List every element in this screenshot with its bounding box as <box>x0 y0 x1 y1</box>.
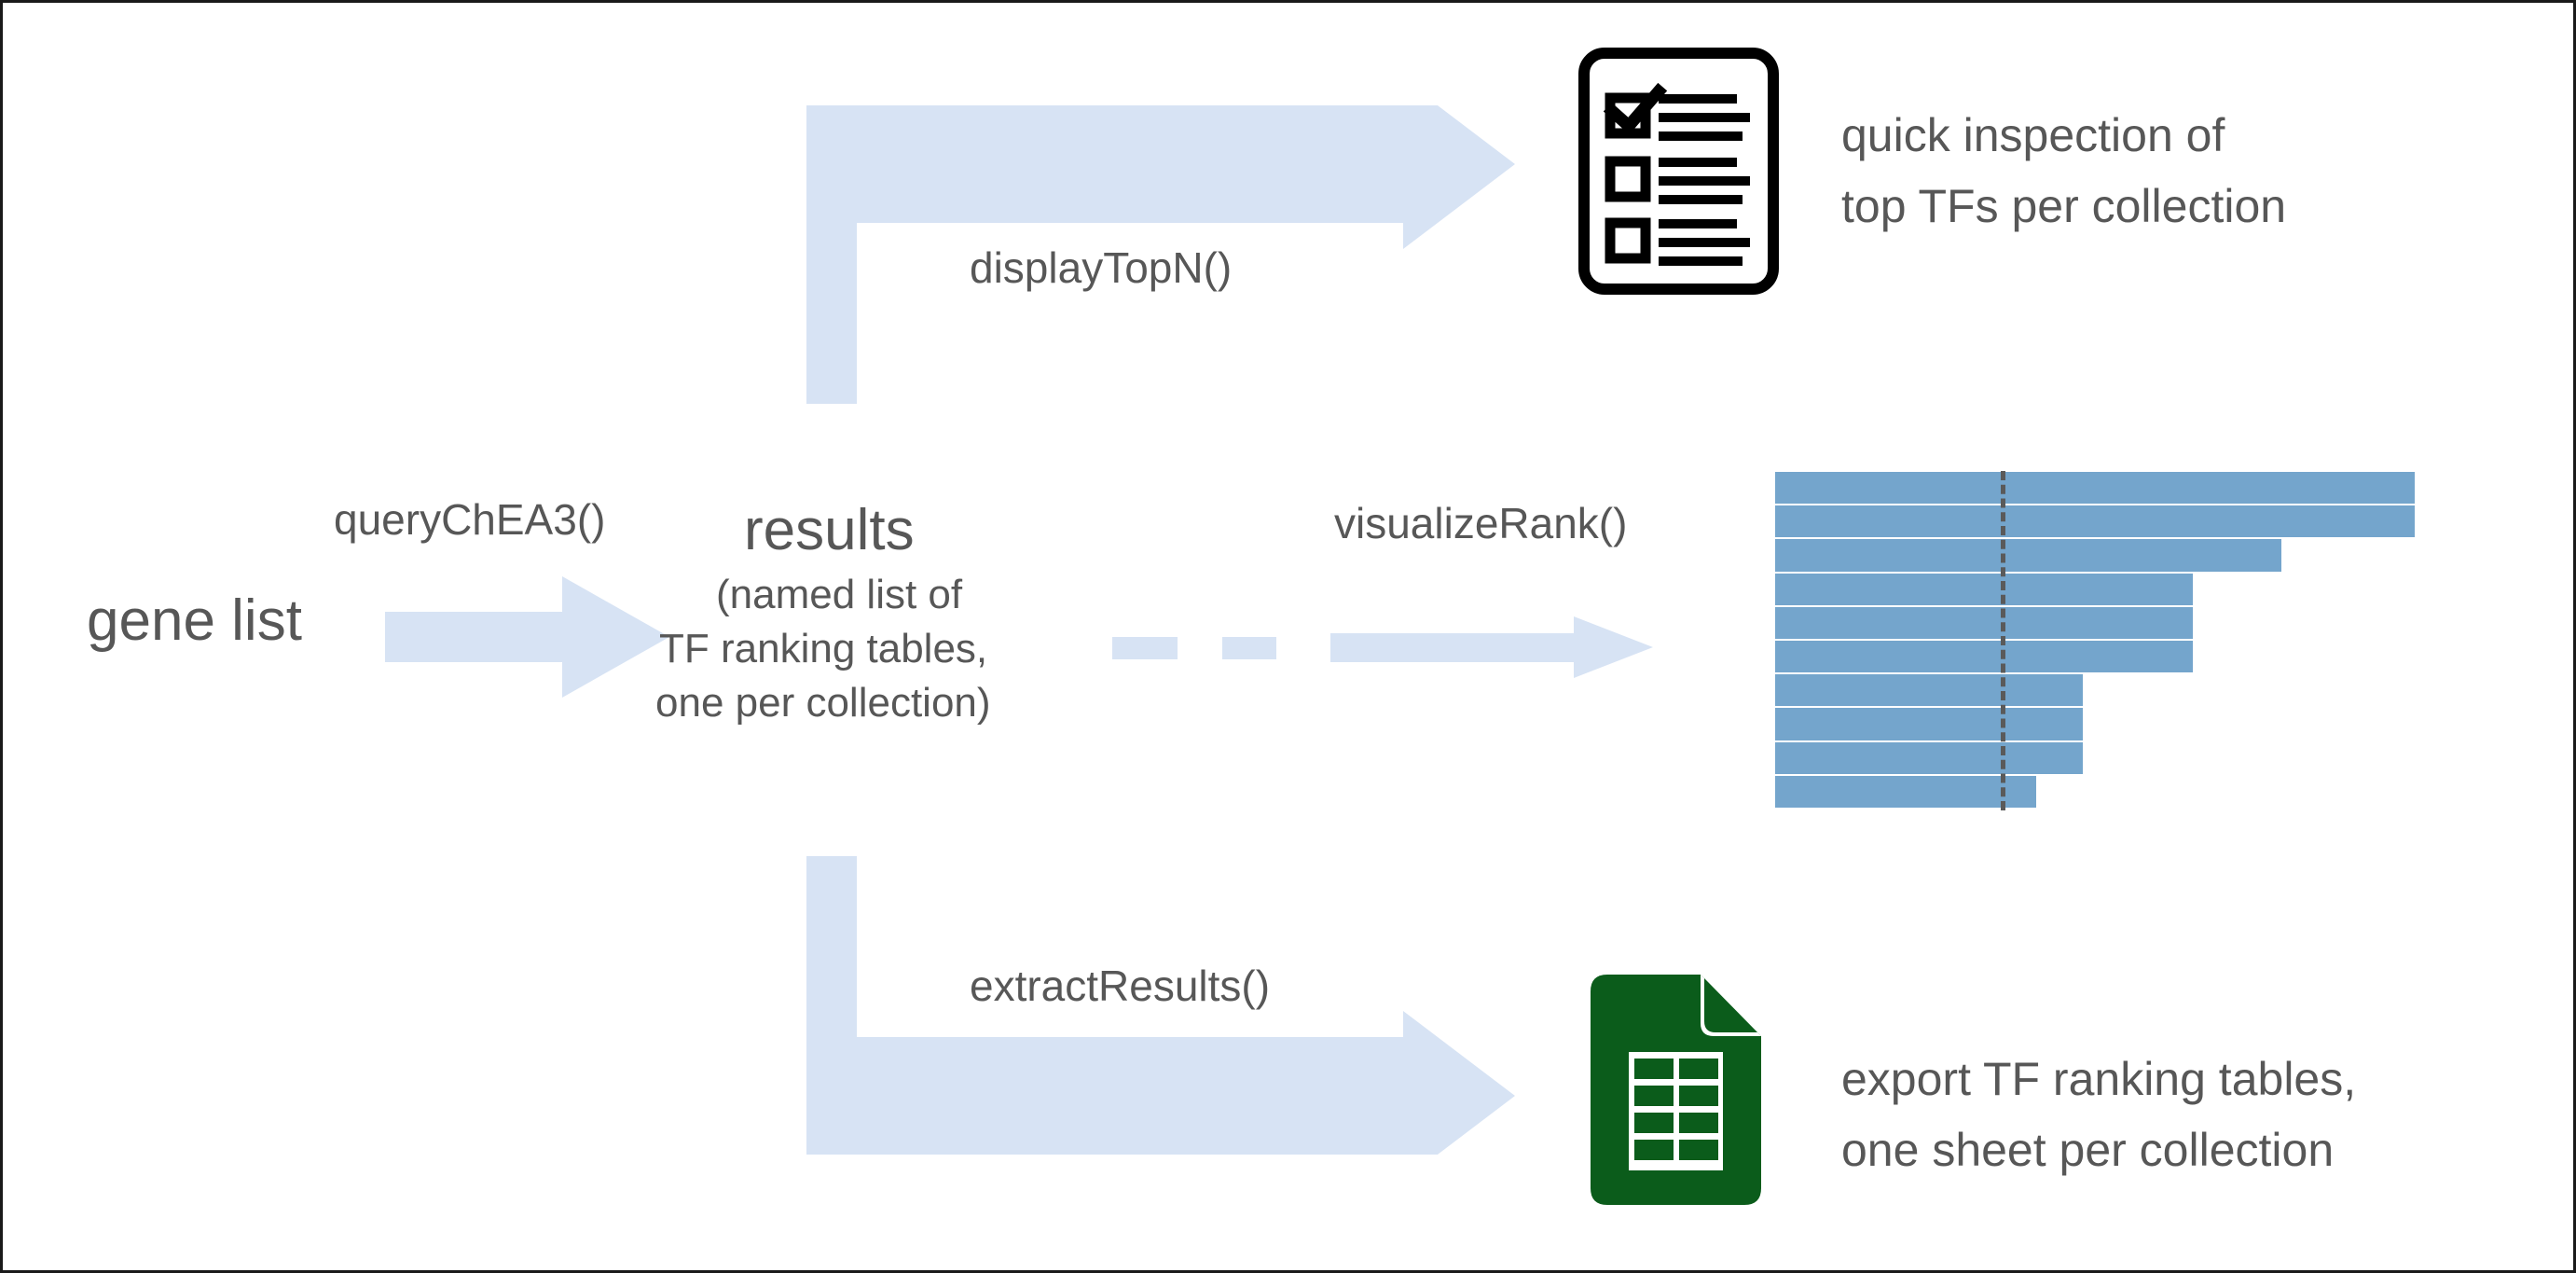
spreadsheet-document-icon <box>1591 975 1761 1205</box>
bar-row <box>1774 707 2427 741</box>
bar-row <box>1774 774 2427 809</box>
arrow-extract-results <box>806 856 1515 1155</box>
function-label-extract-results: extractResults() <box>970 962 1271 1010</box>
bar-row <box>1774 605 2427 640</box>
bar-row <box>1774 572 2427 606</box>
checklist-document-icon <box>1578 48 1779 295</box>
arrow-query-chea3 <box>385 576 669 698</box>
export-tables-line1: export TF ranking tables, <box>1841 1053 2357 1105</box>
function-label-visualize-rank: visualizeRank() <box>1334 499 1628 547</box>
node-gene-list: gene list <box>87 588 302 653</box>
bar <box>1774 774 2037 809</box>
bar <box>1774 707 2084 741</box>
bar <box>1774 605 2194 640</box>
tf-rank-bar-chart <box>1774 471 2427 810</box>
function-label-display-top-n: displayTopN() <box>970 243 1233 292</box>
bar <box>1774 471 2416 505</box>
node-results-title: results <box>744 498 915 562</box>
threshold-dashed-line <box>2001 471 2005 810</box>
bar-row <box>1774 538 2427 573</box>
node-results-subtitle-2: TF ranking tables, <box>659 626 988 671</box>
bar-row <box>1774 639 2427 674</box>
export-tables-line2: one sheet per collection <box>1841 1124 2335 1176</box>
quick-inspection-line2: top TFs per collection <box>1841 180 2287 232</box>
arrow-visualize-rank <box>1112 616 1653 678</box>
bar <box>1774 639 2194 674</box>
bar <box>1774 505 2416 539</box>
bar-row <box>1774 673 2427 708</box>
node-results-subtitle-1: (named list of <box>716 572 963 617</box>
bar <box>1774 572 2194 606</box>
bar <box>1774 740 2084 775</box>
bar-row <box>1774 471 2427 505</box>
arrow-display-top-n <box>806 105 1515 404</box>
bar <box>1774 673 2084 708</box>
function-label-query-chea3: queryChEA3() <box>334 495 606 544</box>
quick-inspection-line1: quick inspection of <box>1841 109 2225 161</box>
bar-row <box>1774 505 2427 539</box>
bar-row <box>1774 740 2427 775</box>
bar <box>1774 538 2282 573</box>
node-results-subtitle-3: one per collection) <box>655 680 991 726</box>
